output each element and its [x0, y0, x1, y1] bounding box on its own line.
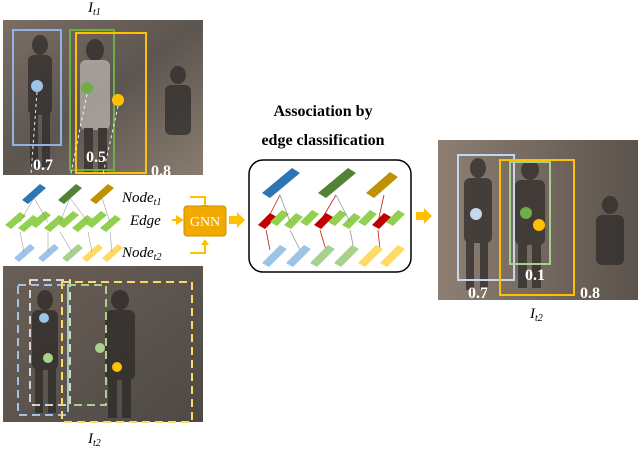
top-box-yellow — [75, 32, 147, 174]
bottom-box-green — [67, 284, 107, 406]
arrow-to-association — [229, 212, 245, 228]
result-box-yellow — [499, 159, 575, 296]
bottom-node-2 — [43, 353, 53, 363]
frame-result: 0.7 0.1 0.8 It2 — [438, 140, 638, 324]
graph-edges — [5, 211, 121, 232]
result-score-green: 0.1 — [525, 267, 545, 284]
frame-bottom: It2 — [3, 266, 203, 449]
arrow-to-result — [416, 208, 432, 224]
bottom-box-yellow — [61, 281, 193, 423]
top-box-blue — [12, 29, 62, 146]
edge-label: Edge — [129, 213, 161, 229]
association-title-line1: Association by — [273, 103, 372, 120]
result-box-green — [509, 161, 551, 265]
frame-top: It1 0.7 0.5 0.8 — [3, 0, 203, 180]
bottom-node-3 — [95, 343, 105, 353]
bipartite-graph — [5, 91, 123, 262]
bottom-node-4 — [112, 362, 122, 372]
result-score-blue: 0.7 — [468, 285, 488, 302]
frame-result-label: It2 — [529, 306, 543, 324]
classified-edges — [258, 210, 405, 229]
result-node-blue — [470, 208, 482, 220]
result-box-blue — [457, 154, 515, 281]
graph-top-nodes — [22, 184, 114, 204]
node-t1-label: Nodet1 — [121, 190, 161, 208]
frame-top-label: It1 — [87, 0, 101, 18]
gnn-block: GNN — [183, 205, 227, 237]
node-t2-label: Nodet2 — [121, 245, 161, 263]
association-block: Association by edge classification — [248, 103, 412, 273]
association-title-line2: edge classification — [261, 132, 384, 149]
top-score-blue: 0.7 — [33, 157, 53, 174]
result-score-yellow: 0.8 — [580, 285, 600, 302]
top-node-blue — [31, 80, 43, 92]
result-node-green — [520, 207, 532, 219]
top-node-green — [81, 82, 93, 94]
result-node-yellow — [533, 219, 545, 231]
bottom-pedestrian-silhouettes — [32, 290, 135, 418]
bottom-box-white — [29, 279, 71, 406]
gnn-label: GNN — [190, 215, 220, 230]
top-score-green: 0.5 — [86, 149, 106, 166]
top-node-yellow — [112, 94, 124, 106]
graph-bottom-nodes — [14, 244, 123, 262]
bottom-node-1 — [39, 313, 49, 323]
graph-labels: Nodet1 Edge Nodet2 — [121, 190, 161, 263]
frame-bottom-label: It2 — [87, 431, 101, 446]
top-score-yellow: 0.8 — [151, 163, 171, 180]
